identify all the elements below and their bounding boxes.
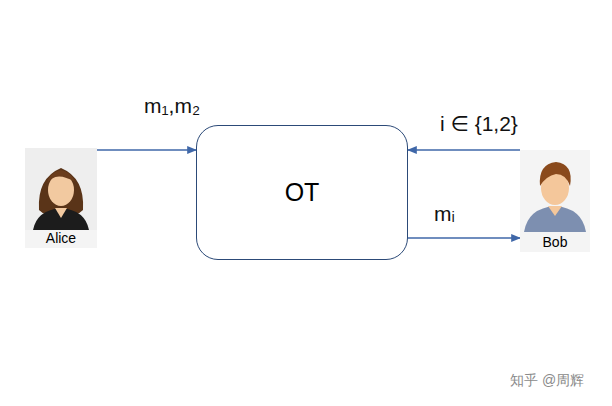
node-text: Alice bbox=[46, 230, 76, 246]
arrow-connector bbox=[97, 149, 196, 150]
node-text: OT bbox=[285, 178, 320, 207]
person-node: Alice bbox=[25, 140, 97, 248]
arrow-connector bbox=[408, 237, 520, 238]
node-text: Bob bbox=[543, 234, 568, 250]
person-node: Bob bbox=[520, 145, 590, 252]
arrow-connector bbox=[408, 149, 520, 150]
watermark: 知乎 @周辉 bbox=[510, 372, 584, 390]
edge-label: m₁,m₂ bbox=[142, 94, 202, 118]
process-box: OT bbox=[196, 125, 408, 260]
edge-label: mᵢ bbox=[432, 202, 457, 226]
edge-label: i ∈ {1,2} bbox=[438, 112, 520, 136]
